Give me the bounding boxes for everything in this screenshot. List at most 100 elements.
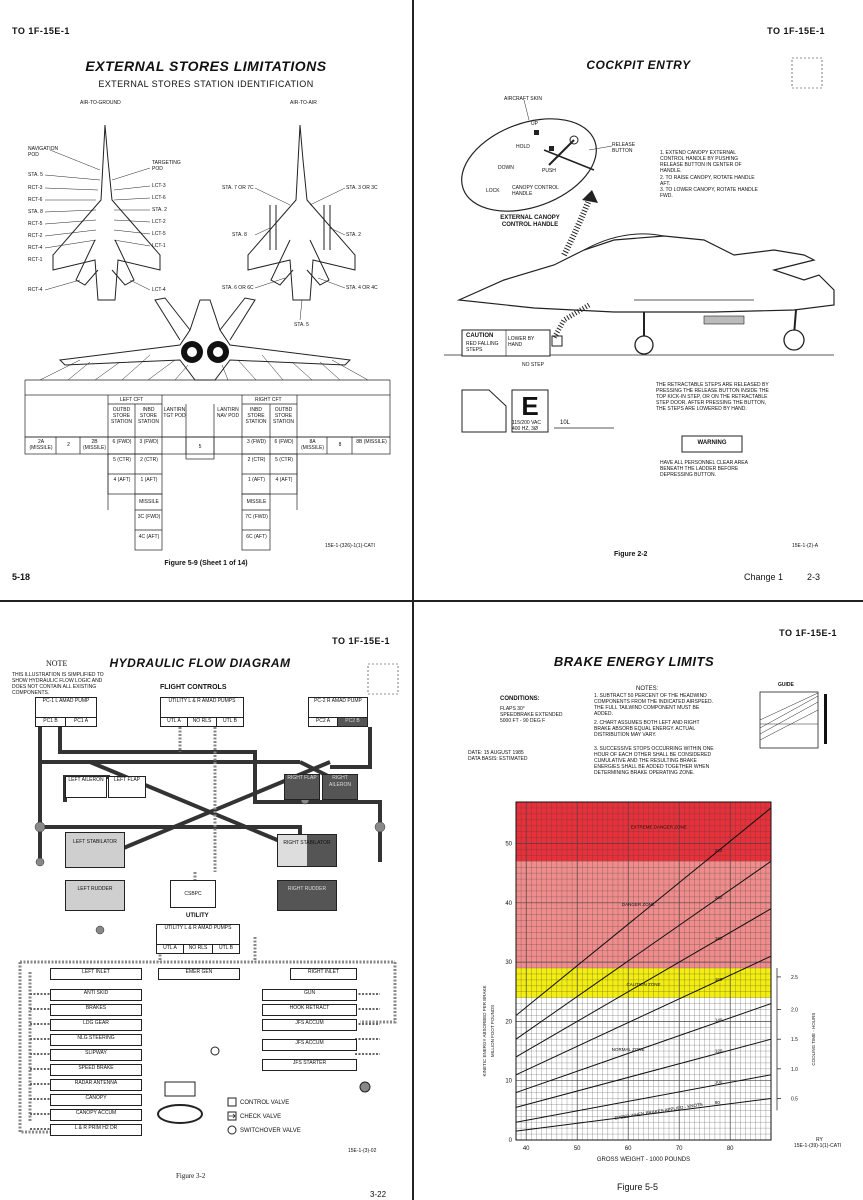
pc2-tab-b: PC2 B	[337, 717, 368, 727]
page-number: 2-3	[807, 572, 821, 582]
no-step: NO STEP	[522, 362, 544, 368]
right-flap: RIGHT FLAP	[284, 774, 320, 800]
cooling-tick-label: 1.5	[791, 1037, 798, 1043]
speed-line-label: 120	[715, 1049, 723, 1054]
lbl-canopy-control-handle: CANOPY CONTROL HANDLE	[512, 185, 559, 197]
note-2: 2. CHART ASSUMES BOTH LEFT AND RIGHT BRA…	[594, 720, 700, 738]
nlg-steering: NLG STEERING	[50, 1034, 142, 1046]
cooling-tick-label: 0.5	[791, 1096, 798, 1102]
lbl-lct2: LCT-2	[152, 219, 166, 225]
left-rudder: LEFT RUDDER	[65, 880, 125, 911]
sta-2a: 2A (MISSILE)	[29, 439, 53, 451]
lbl-inbd-left: INBD STORE STATION	[138, 407, 159, 425]
lbl-sta2-air: STA. 2	[346, 232, 361, 238]
e-plate: E	[521, 391, 539, 421]
figure-caption: Figure 5-5	[617, 1182, 659, 1192]
x-tick-label: 50	[574, 1146, 581, 1152]
lcft-5: 5 (CTR)	[113, 457, 131, 463]
left-stabilator: LEFT STABILATOR	[65, 832, 125, 868]
speed-line	[515, 1097, 772, 1132]
condition-flaps: FLAPS 30°	[500, 706, 525, 712]
pc1-pump: PC-1 L AMAD PUMP	[35, 697, 97, 719]
lbl-sta8-air: STA. 8	[232, 232, 247, 238]
x-tick-label: 40	[523, 1146, 530, 1152]
no-rls-tab-bottom: NO RLS	[183, 944, 213, 954]
step-2: 2. TO RAISE CANOPY, ROTATE HANDLE AFT.	[660, 175, 755, 187]
right-stabilator: RIGHT STABILATOR	[277, 834, 337, 867]
jfs-accum-1: JFS ACCUM	[262, 1019, 357, 1031]
lbl-rct6: RCT-6	[28, 197, 43, 203]
cooling-axis-label: COOLING TIME - HOURS	[811, 1013, 816, 1066]
condition-altitude: 5000 FT - 90 DEG F	[500, 718, 546, 724]
lbl-lantirn-nav: LANTIRN NAV POD	[216, 407, 240, 419]
step-3: 3. TO LOWER CANOPY, ROTATE HANDLE FWD.	[660, 187, 758, 199]
sta-8a: 8A (MISSILE)	[300, 439, 325, 451]
pc1-tab-a: PC1 A	[65, 717, 97, 727]
right-inlet: RIGHT INLET	[290, 968, 357, 980]
lbl-lct4: LCT-4	[152, 287, 166, 293]
gun: GUN	[262, 989, 357, 1001]
ldg-gear: LDG GEAR	[50, 1019, 142, 1031]
lbl-sta6: STA. 6 OR 6C	[222, 285, 254, 291]
speed-line-label: 140	[715, 1018, 723, 1023]
lbl-missile-right: MISSILE	[246, 499, 267, 505]
sta-3-right: 3 (FWD)	[247, 439, 266, 445]
speed-line-label: 160	[715, 977, 723, 982]
sta-4c: 4C (AFT)	[138, 534, 160, 540]
x-tick-label: 70	[676, 1146, 683, 1152]
lcft-4: 4 (AFT)	[113, 477, 131, 483]
lbl-lct1: LCT-1	[152, 243, 166, 249]
lbl-lct6: LCT-6	[152, 195, 166, 201]
anti-skid: ANTI SKID	[50, 989, 142, 1001]
lcft-1: 1 (AFT)	[140, 477, 158, 483]
lbl-outbd-right: OUTBD STORE STATION	[273, 407, 294, 425]
plate-text: 115/200 VAC 400 HZ, 3Ø	[512, 420, 542, 432]
y-axis-label: KINETIC ENERGY ABSORBED PER BRAKE	[482, 986, 487, 1077]
lbl-targeting-pod: TARGETING POD	[152, 160, 181, 172]
page-cockpit-entry: TO 1F-15E-1 COCKPIT ENTRY	[414, 0, 863, 600]
utl-a-tab-bottom: UTL A	[156, 944, 184, 954]
sta-2b: 2B (MISSILE)	[82, 439, 107, 451]
figure-caption: Figure 2-2	[614, 551, 648, 558]
utl-b-tab: UTL B	[216, 717, 244, 727]
utility-top-label: UTILITY L & R AMAD PUMPS	[168, 698, 236, 704]
sta-2: 2	[67, 442, 70, 448]
page-external-stores: TO 1F-15E-1 EXTERNAL STORES LIMITATIONS …	[0, 0, 412, 600]
utility-pumps-top: UTILITY L & R AMAD PUMPS	[160, 697, 244, 719]
speed-line-label: 220	[715, 848, 723, 853]
lbl-lct5: LCT-5	[152, 231, 166, 237]
speed-line	[515, 908, 772, 1058]
jfs-starter: JFS STARTER	[262, 1059, 357, 1071]
lr-prim-dr: L & R PRIM H2 DR	[50, 1124, 142, 1136]
x-tick-label: 60	[625, 1146, 632, 1152]
right-rudder: RIGHT RUDDER	[277, 880, 337, 911]
speed-line-label: 80	[715, 1100, 721, 1105]
y-tick-label: 30	[505, 960, 512, 966]
note-1: 1. SUBTRACT 50 PERCENT OF THE HEADWIND C…	[594, 693, 713, 717]
lbl-rct4b: RCT-4	[28, 287, 43, 293]
figure-caption: Figure 3-2	[176, 1172, 206, 1180]
lbl-rct1: RCT-1	[28, 257, 43, 263]
hook-retract: HOOK RETRACT	[262, 1004, 357, 1016]
sta-7c: 7C (FWD)	[245, 514, 268, 520]
ry-label: RY	[816, 1137, 823, 1143]
page-hydraulic-flow: TO 1F-15E-1 NOTE THIS ILLUSTRATION IS SI…	[0, 602, 412, 1200]
zone-label: CAUTION ZONE	[626, 982, 660, 987]
cooling-tick-label: 2.0	[791, 1008, 798, 1014]
change-label: Change 1	[744, 572, 784, 582]
lbl-outbd-left: OUTBD STORE STATION	[111, 407, 132, 425]
y-axis-label-2: MILLION FOOT POUNDS	[490, 1005, 495, 1057]
sta-3-left: 3 (FWD)	[139, 439, 159, 445]
pc2-pump: PC-2 R AMAD PUMP	[308, 697, 368, 719]
warning-text: HAVE ALL PERSONNEL CLEAR AREA BENEATH TH…	[660, 460, 748, 478]
chart-date: DATE: 15 AUGUST 1985	[468, 750, 524, 756]
csbpc: CSBPC	[170, 880, 216, 908]
pc2-label: PC-2 R AMAD PUMP	[314, 698, 362, 704]
page-number: 5-18	[12, 572, 31, 582]
lbl-external-canopy-handle: EXTERNAL CANOPY CONTROL HANDLE	[500, 215, 560, 228]
data-basis: DATA BASIS: ESTIMATED	[468, 756, 528, 762]
lbl-sta5-air: STA. 5	[294, 322, 309, 328]
lbl-push: PUSH	[542, 168, 556, 174]
emer-gen: EMER GEN	[158, 968, 240, 980]
lbl-rct5: RCT-5	[28, 221, 43, 227]
